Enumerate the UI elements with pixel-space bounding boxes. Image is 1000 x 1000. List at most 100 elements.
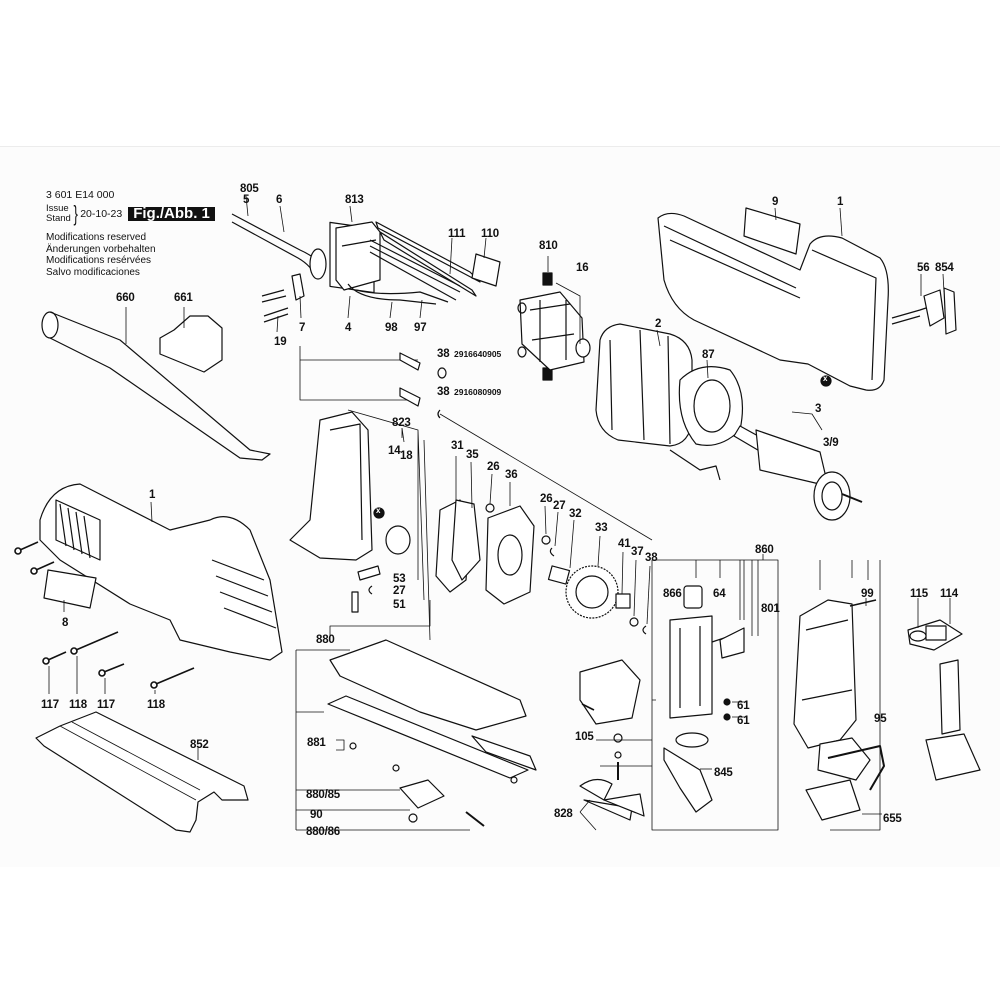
callout-c9: 9 [772,196,779,208]
modifications-es: Salvo modificaciones [46,266,140,278]
brace-glyph: } [73,201,78,226]
callout-c38b: 38 [437,386,450,398]
callout-c2: 2 [655,318,662,330]
stator-assembly [595,323,744,481]
marker-x-icon: x [376,506,381,515]
callout-c4: 4 [345,322,352,334]
callout-c90: 90 [310,809,323,821]
callout-c660: 660 [116,292,135,304]
callout-c97: 97 [414,322,427,334]
modifications-de: Änderungen vorbehalten [46,243,156,255]
callout-c881: 881 [307,737,326,749]
callout-c16: 16 [576,262,589,274]
issue-label-de: Stand [46,213,71,224]
brush-holder-assembly [517,256,591,381]
callout-c7: 7 [299,322,306,334]
callout-c36: 36 [505,469,518,481]
electronics-module [907,598,981,781]
modifications-fr: Modifications resérvées [46,255,152,266]
callout-c111: 111 [448,228,466,240]
callout-c26a: 26 [487,461,500,473]
callout-c854: 854 [935,262,954,274]
callout-c38c: 38 [645,552,658,564]
callout-c27b: 27 [393,585,406,597]
housing-half-left [14,483,283,694]
callout-c6: 6 [276,194,283,206]
callout-c35: 35 [466,449,479,461]
callout-c1top: 1 [837,196,844,208]
callout-c118b: 118 [147,699,165,711]
callout-c661: 661 [174,292,193,304]
callout-c61a: 61 [737,700,750,712]
callout-c845: 845 [714,767,733,779]
callout-c87: 87 [702,349,715,361]
callout-c118a: 118 [69,699,87,711]
callout-c810: 810 [539,240,558,252]
figure-label: Fig./Abb. 1 [128,206,215,221]
base-plate-assembly [295,600,537,831]
callout-c41: 41 [618,538,631,550]
sole-plate [35,711,249,833]
callout-c19: 19 [274,336,287,348]
armature [733,411,863,521]
callout-c64: 64 [713,588,726,600]
callout-c31: 31 [451,440,464,452]
callout-c5: 5 [243,194,250,206]
callout-c801: 801 [761,603,780,615]
callout-c852: 852 [190,739,209,751]
callout-c53: 53 [393,573,406,585]
part-number-retainer: 2916080909 [454,387,502,397]
callout-c880: 880 [316,634,335,646]
callout-c813: 813 [345,194,364,206]
callout-c37: 37 [631,546,644,558]
stroke-rod-assembly [579,554,881,831]
callout-c14: 14 [388,445,401,457]
callout-c805: 805 [240,183,259,195]
callout-c110: 110 [481,228,499,240]
callout-c8: 8 [62,617,69,629]
callout-c117b: 117 [97,699,115,711]
callout-c828: 828 [554,808,573,820]
modifications-notice: Modifications reserved Änderungen vorbeh… [46,232,215,278]
callout-c115: 115 [910,588,928,600]
issue-labels: Issue Stand [46,204,71,224]
callout-c117a: 117 [41,699,59,711]
callout-c27a: 27 [553,500,566,512]
switch-cable-assembly [231,195,501,333]
callout-c88086: 880/86 [306,826,340,838]
document-header: 3 601 E14 000 Issue Stand } 20-10-23 Fig… [46,189,215,278]
callout-c114: 114 [940,588,958,600]
callout-c51: 51 [393,599,406,611]
document-number: 3 601 E14 000 [46,189,115,201]
issue-label-en: Issue [46,203,69,214]
callout-c61b: 61 [737,715,750,727]
modifications-en: Modifications reserved [46,232,147,243]
callout-c32: 32 [569,508,582,520]
gear-housing-front [793,598,885,821]
callout-c38a: 38 [437,348,450,360]
gear-housing [289,346,447,641]
marker-x-icon: x [823,374,828,383]
callout-c56: 56 [917,262,930,274]
callout-c98: 98 [385,322,398,334]
callout-c1left: 1 [149,489,156,501]
callout-c99: 99 [861,588,874,600]
callout-c26b: 26 [540,493,553,505]
callout-c3: 3 [815,403,822,415]
issue-date: 20-10-23 [80,208,123,220]
part-number-o-ring: 2916640905 [454,349,502,359]
callout-c39: 3/9 [823,437,839,449]
issue-row: Issue Stand } 20-10-23 Fig./Abb. 1 [46,201,215,226]
callout-c95: 95 [874,713,887,725]
callout-c860: 860 [755,544,774,556]
extraction-nozzle [41,307,271,461]
callout-c33: 33 [595,522,608,534]
callout-c105: 105 [575,731,594,743]
callout-c18: 18 [400,450,413,462]
gear-plate-parts [435,413,653,635]
callout-c866: 866 [663,588,682,600]
callout-c823: 823 [392,417,411,429]
housing-half-right [657,207,957,391]
callout-c655: 655 [883,813,902,825]
